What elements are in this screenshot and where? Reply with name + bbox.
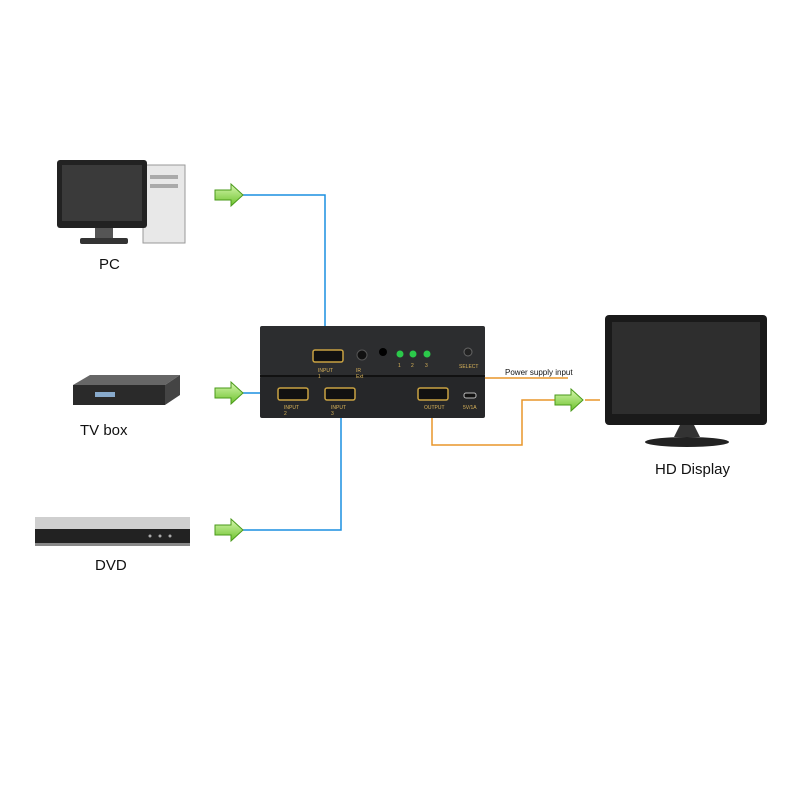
led-label: 2 <box>411 363 414 369</box>
pc-icon <box>57 160 186 244</box>
tvbox-label: TV box <box>80 422 128 439</box>
port-label: OUTPUT <box>424 405 445 411</box>
dvd-arrow-icon <box>214 518 244 542</box>
hdmi-switch <box>260 326 485 418</box>
port-label: IR Ext <box>356 368 364 380</box>
input2-port <box>277 387 309 401</box>
port-label: 5V/1A <box>463 405 477 411</box>
port-label: INPUT 1 <box>318 368 333 380</box>
dvd-label: DVD <box>95 557 127 574</box>
port-label: INPUT 2 <box>284 405 299 417</box>
select-label: SELECT <box>459 364 479 370</box>
input3-port <box>324 387 356 401</box>
display-arrow-icon <box>554 388 584 412</box>
led-label: 1 <box>398 363 401 369</box>
output-port <box>417 387 449 401</box>
dvd-line <box>243 408 342 531</box>
power-supply-label: Power supply input <box>505 368 573 377</box>
pc-arrow-icon <box>214 183 244 207</box>
input1-port <box>312 349 344 363</box>
output-line <box>431 399 560 446</box>
tvbox-arrow-icon <box>214 381 244 405</box>
select-button <box>463 347 473 357</box>
led-label: 3 <box>425 363 428 369</box>
dvd-icon <box>35 517 190 546</box>
display-label: HD Display <box>655 461 731 478</box>
pc-label: PC <box>99 256 120 273</box>
power-port <box>463 392 477 399</box>
tvbox-icon <box>73 375 180 405</box>
pc-line <box>243 194 326 350</box>
hd-display-icon <box>605 315 767 447</box>
port-label: INPUT 3 <box>331 405 346 417</box>
